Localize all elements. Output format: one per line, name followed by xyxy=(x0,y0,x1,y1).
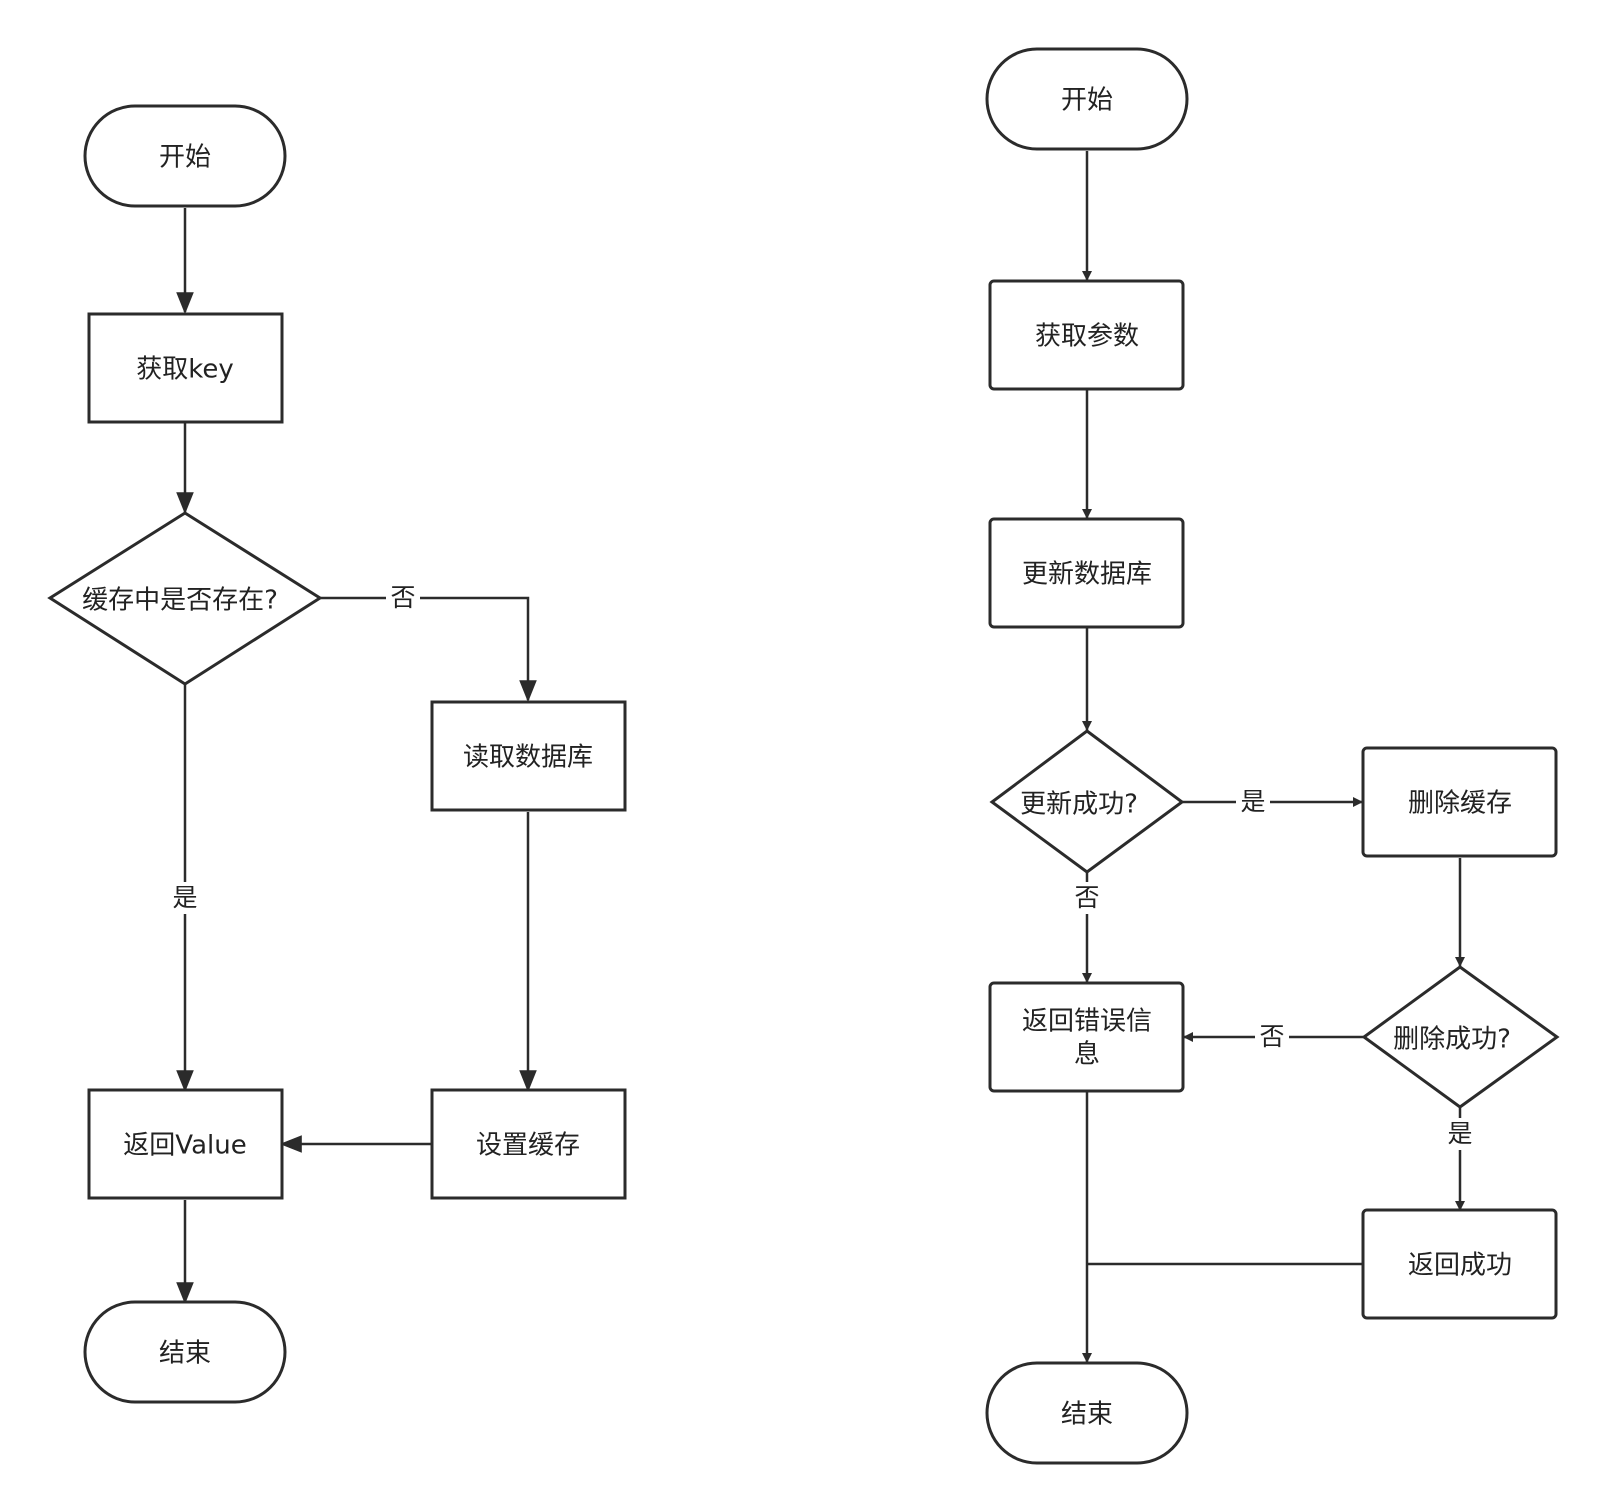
set-cache-node: 设置缓存 xyxy=(430,1088,627,1200)
set-cache-label: 设置缓存 xyxy=(476,1131,580,1161)
decision-update-success-label: 更新成功? xyxy=(1020,790,1138,820)
return-error-label-line2: 息 xyxy=(1074,1040,1100,1070)
update-db-label: 更新数据库 xyxy=(1022,560,1152,590)
delete-cache-label: 删除缓存 xyxy=(1408,789,1512,819)
update-end-node: 结束 xyxy=(985,1361,1189,1465)
update-start-label: 开始 xyxy=(1061,86,1113,116)
update-db-node: 更新数据库 xyxy=(988,517,1185,629)
edge-label-delete-yes: 是 xyxy=(1447,1119,1472,1148)
decision-update-success-node: 更新成功? xyxy=(989,729,1185,874)
decision-cache-exists-node: 缓存中是否存在? xyxy=(47,511,323,686)
edge-label-yes: 是 xyxy=(172,883,197,912)
edge-decision-no-to-read-db xyxy=(320,596,537,703)
edge-label-no: 否 xyxy=(390,583,415,612)
read-db-node: 读取数据库 xyxy=(430,700,627,812)
start-label: 开始 xyxy=(159,143,211,173)
return-value-node: 返回Value xyxy=(87,1088,284,1200)
get-params-node: 获取参数 xyxy=(988,279,1185,391)
return-error-node: 返回错误信 息 xyxy=(988,981,1185,1093)
update-start-node: 开始 xyxy=(985,47,1189,151)
update-flow: 是 否 否 是 开始 获取参数 更新数据库 更新成功? 删除缓存 xyxy=(985,47,1560,1465)
edge-label-update-no: 否 xyxy=(1074,883,1099,912)
decision-delete-success-node: 删除成功? xyxy=(1361,965,1560,1109)
return-error-label-line1: 返回错误信 xyxy=(1022,1007,1152,1037)
end-node: 结束 xyxy=(83,1300,287,1404)
read-db-label: 读取数据库 xyxy=(463,743,593,773)
return-success-node: 返回成功 xyxy=(1361,1208,1558,1320)
edge-label-update-yes: 是 xyxy=(1240,787,1265,816)
return-value-label: 返回Value xyxy=(123,1131,246,1161)
get-key-label: 获取key xyxy=(136,355,234,385)
decision-cache-exists-label: 缓存中是否存在? xyxy=(82,586,278,616)
end-label: 结束 xyxy=(159,1339,211,1369)
get-key-node: 获取key xyxy=(87,312,284,424)
get-params-label: 获取参数 xyxy=(1035,322,1139,352)
start-node: 开始 xyxy=(83,104,287,208)
edge-label-delete-no: 否 xyxy=(1259,1022,1284,1051)
decision-delete-success-label: 删除成功? xyxy=(1393,1025,1511,1055)
update-end-label: 结束 xyxy=(1061,1400,1113,1430)
read-flow: 否 是 开始 获取key 缓存中是否存在? 读取数据库 设置缓存 返回Value xyxy=(47,104,627,1404)
return-success-label: 返回成功 xyxy=(1408,1251,1512,1281)
delete-cache-node: 删除缓存 xyxy=(1361,746,1558,858)
